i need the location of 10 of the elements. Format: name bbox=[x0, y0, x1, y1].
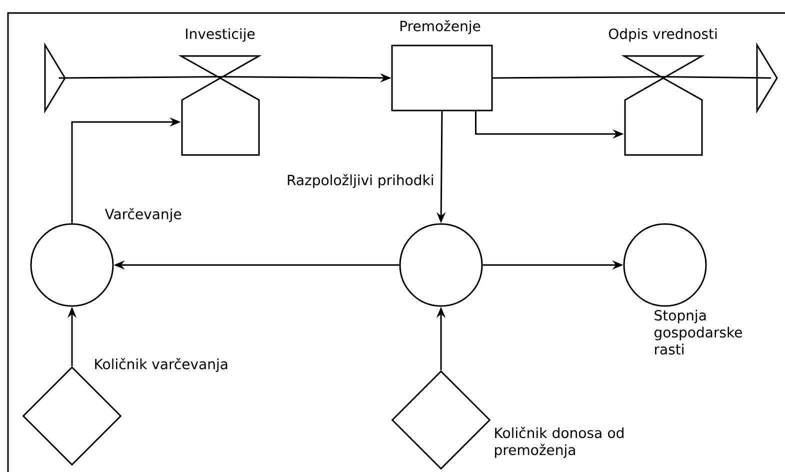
node-label: Premoženje bbox=[400, 20, 480, 34]
node-label: Razpoložljivi prihodki bbox=[288, 174, 433, 188]
node-label: Stopnja gospodarske rasti bbox=[654, 310, 742, 355]
stock-box: Premoženje bbox=[391, 20, 493, 112]
node-label: Količnik donosa od premoženja bbox=[495, 426, 624, 458]
node-label: Varčevanje bbox=[104, 208, 182, 222]
flow-pipe bbox=[663, 76, 772, 79]
node-label: Količnik varčevanja bbox=[95, 358, 228, 372]
flow-pipe bbox=[492, 76, 664, 79]
flow-pipe bbox=[58, 76, 220, 79]
